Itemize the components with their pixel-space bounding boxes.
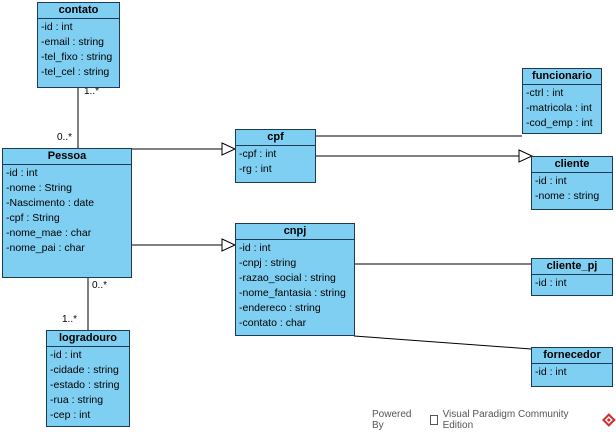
attribute: -cnpj : string (239, 257, 297, 269)
attribute: -estado : string (50, 379, 120, 391)
class-name: cpf (236, 130, 315, 146)
attribute: -id : int (535, 277, 567, 289)
visual-paradigm-logo-icon (602, 413, 616, 427)
attribute: -cep : int (50, 409, 91, 421)
attribute: -contato : char (239, 317, 307, 329)
class-cpf[interactable]: cpf -cpf : int -rg : int (235, 129, 316, 183)
attribute: -id : int (535, 175, 567, 187)
generalization-pessoa-cpf-arrow (221, 142, 237, 156)
class-name: cliente_pj (532, 259, 612, 275)
class-funcionario[interactable]: funcionario -ctrl : int -matricola : int… (522, 68, 602, 134)
powered-by-footer: Powered By Visual Paradigm Community Edit… (372, 409, 616, 431)
attribute: -nome_fantasia : string (239, 287, 346, 299)
class-pessoa[interactable]: Pessoa -id : int -nome : String -Nascime… (2, 148, 132, 278)
attribute: -matricola : int (526, 102, 592, 114)
class-name: logradouro (47, 331, 129, 347)
attribute: -rg : int (239, 163, 272, 175)
attribute: -Nascimento : date (6, 197, 95, 209)
attribute: -nome : String (6, 182, 72, 194)
attribute: -cpf : String (6, 212, 60, 224)
attribute: -nome_mae : char (6, 227, 92, 239)
class-cliente-pj[interactable]: cliente_pj -id : int (531, 258, 613, 296)
attribute: -cpf : int (239, 148, 277, 160)
attribute: -ctrl : int (526, 87, 564, 99)
attribute: -cod_emp : int (526, 117, 593, 129)
class-name: contato (38, 3, 119, 19)
footer-suffix: Visual Paradigm Community Edition (442, 409, 569, 431)
attribute: -cidade : string (50, 364, 119, 376)
attribute: -email : string (41, 36, 105, 48)
class-name: cnpj (236, 224, 354, 240)
class-name: funcionario (523, 69, 601, 85)
attribute: -razao_social : string (239, 272, 336, 284)
attribute: -id : int (239, 242, 271, 254)
attribute: -id : int (41, 21, 73, 33)
attribute: -endereco : string (239, 302, 321, 314)
class-name: fornecedor (532, 348, 612, 364)
multiplicity-pessoa-bottom: 0..* (92, 280, 108, 291)
attribute: -rua : string (50, 394, 104, 406)
attribute: -nome_pai : char (6, 242, 85, 254)
multiplicity-contato-end: 1..* (84, 86, 100, 97)
class-contato[interactable]: contato -id : int -email : string -tel_f… (37, 2, 120, 88)
class-cliente[interactable]: cliente -id : int -nome : string (531, 156, 613, 210)
attribute: -id : int (50, 349, 82, 361)
attribute: -id : int (535, 366, 567, 378)
footer-prefix: Powered By (372, 409, 412, 431)
multiplicity-pessoa-top: 0..* (57, 132, 73, 143)
attribute: -tel_cel : string (41, 66, 110, 78)
class-fornecedor[interactable]: fornecedor -id : int (531, 347, 613, 387)
attribute: -nome : string (535, 190, 600, 202)
attribute: -id : int (6, 167, 38, 179)
class-name: Pessoa (3, 149, 131, 165)
attribute: -tel_fixo : string (41, 51, 113, 63)
generalization-pessoa-cnpj-arrow (221, 238, 237, 252)
multiplicity-logradouro-end: 1..* (62, 314, 78, 325)
generalization-cpf-cliente-arrow (518, 149, 534, 163)
class-name: cliente (532, 157, 612, 173)
placeholder-box-icon (429, 415, 438, 425)
association-cnpj-fornecedor (353, 335, 532, 350)
class-cnpj[interactable]: cnpj -id : int -cnpj : string -razao_soc… (235, 223, 355, 336)
class-logradouro[interactable]: logradouro -id : int -cidade : string -e… (46, 330, 130, 427)
